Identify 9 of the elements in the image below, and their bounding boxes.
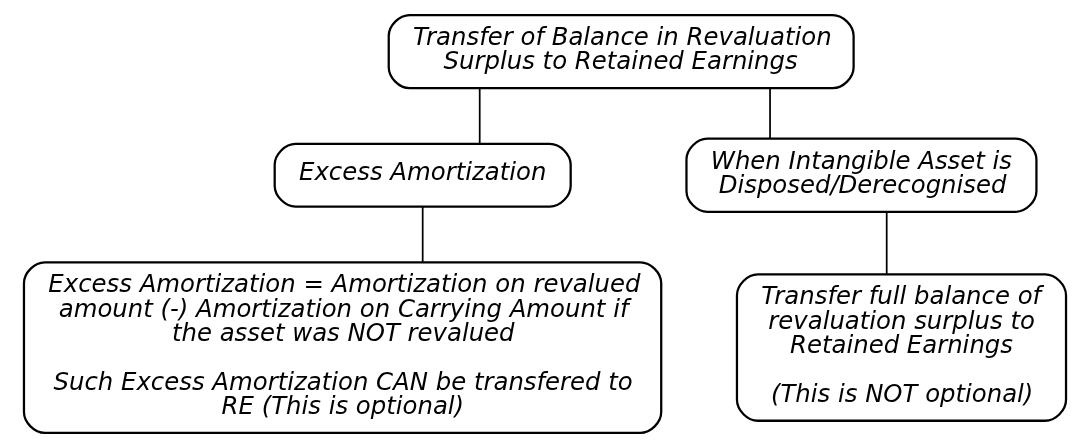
node-box: Transfer of Balance in Revaluation Surplus to Retained Earnings: [387, 13, 855, 90]
node-box: Excess Amortization: [273, 142, 572, 208]
node-box: Excess Amortization = Amortization on revalued amount (-) Amortization on Carrying Amount if the asset was NOT revalued Such Excess Amortization CAN be transfered to RE (This is optional): [22, 261, 663, 435]
node-box: Transfer full balance of revaluation surplus to Retained Earnings (This is NOT optional): [735, 273, 1068, 422]
connector: [885, 211, 888, 275]
node-box: When Intangible Asset is Disposed/Derecognised: [685, 137, 1038, 213]
connector: [478, 87, 481, 145]
connector: [421, 206, 424, 264]
connector: [769, 87, 771, 140]
